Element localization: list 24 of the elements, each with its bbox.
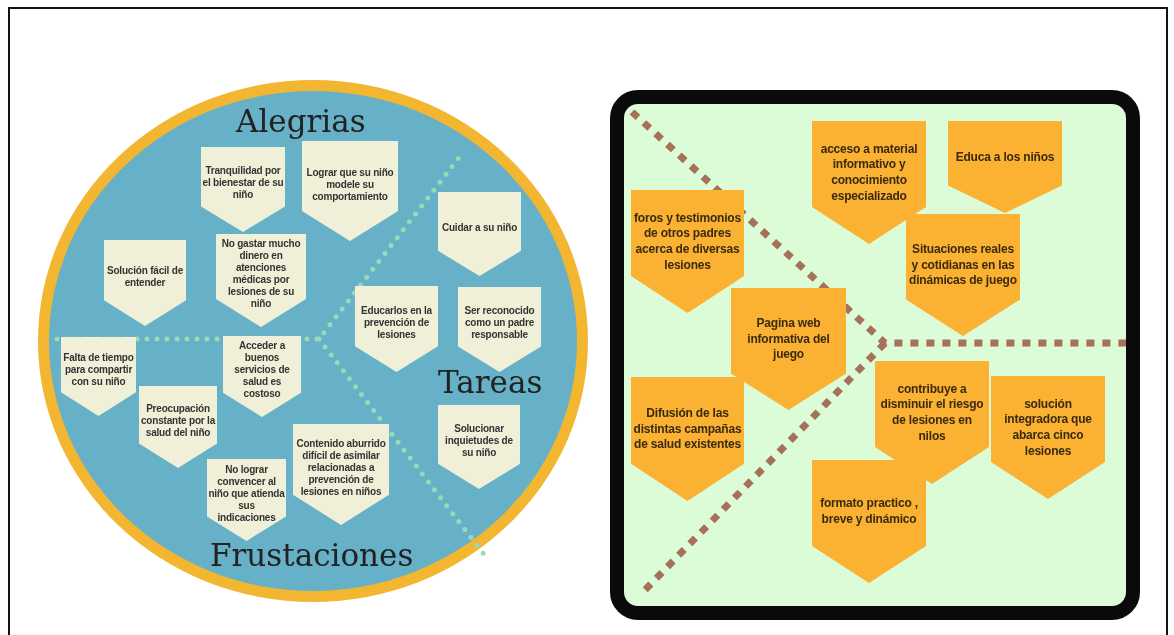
pentagon-note: Pagina web informativa del juego [731,288,846,410]
pentagon-note: Acceder a buenos servicios de salud es costoso [223,336,301,417]
section-heading: Frustaciones [210,540,414,571]
pentagon-note: Difusión de las distintas campañas de salud existentes [631,377,744,501]
pentagon-note: Solucionar inquietudes de su niño [438,405,520,489]
pentagon-note: Educarlos en la prevención de lesiones [355,286,438,372]
pentagon-note: No lograr convencer al niño que atienda sus indicaciones [207,459,286,541]
pentagon-note: Cuidar a su niño [438,192,521,276]
pentagon-note: Preocupación constante por la salud del niño [139,386,217,468]
pentagon-note: foros y testimonios de otros padres acerca de diversas lesiones [631,190,744,313]
pentagon-note: Ser reconocido como un padre responsable [458,287,541,372]
pentagon-note: Educa a los niños [948,121,1062,213]
pentagon-note: Contenido aburrido difícil de asimilar relacionadas a prevención de lesiones en niños [293,424,389,525]
pentagon-note: contribuye a disminuir el riesgo de lesiones en nilos [875,361,989,484]
pentagon-note: Tranquilidad por el bienestar de su niño [201,147,285,232]
pentagon-note: solución integradora que abarca cinco lesiones [991,376,1105,499]
pentagon-note: Falta de tiempo para compartir con su niño [61,337,136,416]
pentagon-note: Situaciones reales y cotidianas en las dinámicas de juego [906,214,1020,336]
pentagon-note: formato practico , breve y dinámico [812,460,926,583]
pentagon-note: Lograr que su niño modele su comportamiento [302,141,398,241]
section-heading: Alegrias [236,106,366,137]
pentagon-note: Solución fácil de entender [104,240,186,326]
pentagon-note: acceso a material informativo y conocimiento especializado [812,121,926,244]
pentagon-note: No gastar mucho dinero en atenciones médicas por lesiones de su niño [216,234,306,327]
